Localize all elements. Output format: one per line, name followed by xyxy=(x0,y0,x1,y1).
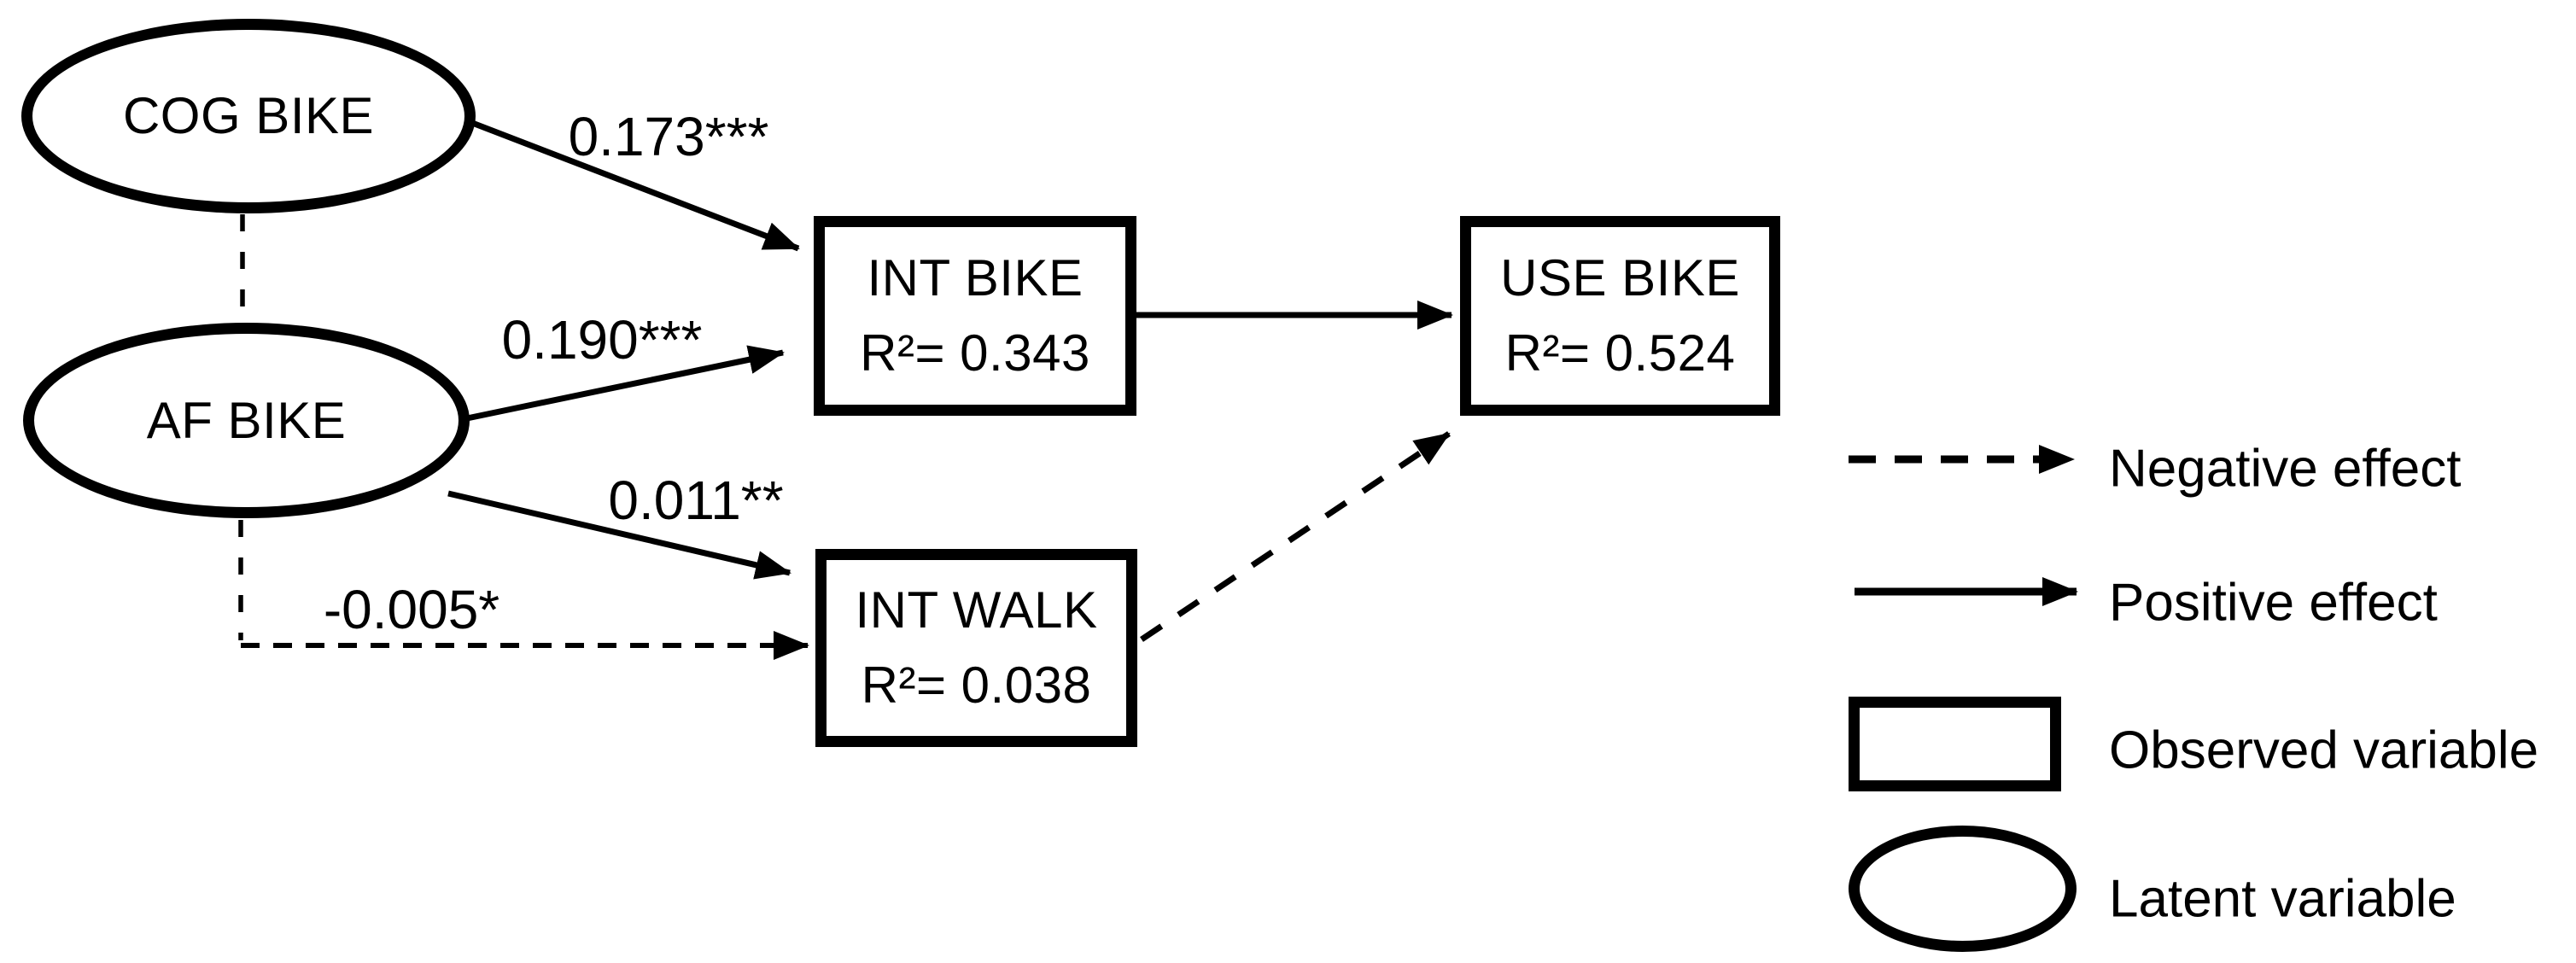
node-label: USE BIKE xyxy=(1500,249,1740,306)
observed-node-int-walk: INT WALK R²= 0.038 xyxy=(815,549,1137,747)
coefficient-afbike-intbike: 0.190*** xyxy=(501,309,703,371)
legend-ellipse-symbol xyxy=(1849,826,2077,952)
legend-rectangle-symbol xyxy=(1849,697,2061,791)
node-label: INT BIKE xyxy=(867,249,1084,306)
latent-node-cog-bike: COG BIKE xyxy=(21,19,476,213)
arrow-afbike-to-intbike xyxy=(466,345,785,422)
coefficient-afbike-intwalk: 0.011** xyxy=(608,470,784,531)
node-label: INT WALK xyxy=(855,581,1098,639)
legend-label-negative-effect: Negative effect xyxy=(2109,439,2462,499)
node-label: COG BIKE xyxy=(122,87,375,144)
arrow-intwalk-to-usebike-dashed xyxy=(1140,431,1451,642)
legend-label-observed-variable: Observed variable xyxy=(2109,721,2539,780)
node-label: AF BIKE xyxy=(146,391,347,449)
legend-label-positive-effect: Positive effect xyxy=(2109,573,2438,633)
node-r2-value: R²= 0.343 xyxy=(860,324,1090,382)
observed-node-int-bike: INT BIKE R²= 0.343 xyxy=(814,216,1136,416)
arrow-cogbike-to-intbike xyxy=(466,118,800,252)
legend-label-latent-variable: Latent variable xyxy=(2109,869,2456,929)
coefficient-cogbike-intbike: 0.173*** xyxy=(568,106,769,167)
node-r2-value: R²= 0.524 xyxy=(1504,324,1736,382)
latent-node-af-bike: AF BIKE xyxy=(23,323,470,518)
node-r2-value: R²= 0.038 xyxy=(861,657,1092,714)
observed-node-use-bike: USE BIKE R²= 0.524 xyxy=(1460,216,1780,416)
coefficient-cogbike-intwalk: -0.005* xyxy=(323,579,500,640)
arrow-afbike-to-intwalk xyxy=(447,490,791,580)
